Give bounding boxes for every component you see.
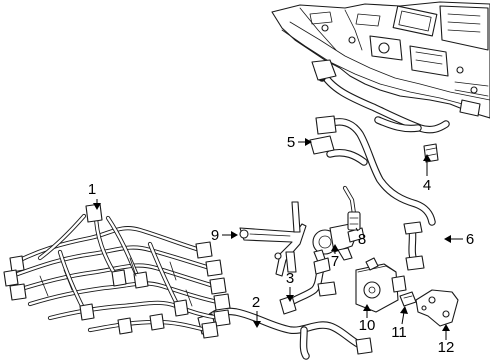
- callout-1: 1: [88, 181, 101, 210]
- short-coolant-hose: [279, 257, 337, 315]
- callout-11-label: 11: [391, 324, 407, 341]
- coolant-pump: [312, 223, 365, 263]
- callout-12: 12: [438, 324, 455, 356]
- callout-6-label: 6: [466, 231, 474, 248]
- valve-bracket: [415, 289, 459, 327]
- callout-12-label: 12: [438, 339, 455, 356]
- upper-coolant-hose-assembly: [309, 59, 450, 271]
- callout-10: 10: [359, 304, 376, 334]
- callout-3-label: 3: [286, 270, 294, 287]
- callout-5-label: 5: [287, 134, 295, 151]
- callout-10-label: 10: [359, 317, 376, 334]
- coolant-valve: [355, 257, 407, 313]
- callout-9-label: 9: [211, 227, 219, 244]
- coolant-sensor: [342, 185, 361, 231]
- callout-11: 11: [391, 306, 408, 341]
- callout-6: 6: [444, 231, 474, 248]
- callout-8-label: 8: [358, 231, 366, 248]
- callout-4-label: 4: [423, 177, 431, 194]
- callout-1-label: 1: [88, 181, 96, 198]
- callout-7-label: 7: [331, 253, 339, 270]
- callout-2: 2: [252, 294, 261, 328]
- mounting-bolt: [399, 291, 417, 307]
- callout-5: 5: [287, 134, 312, 151]
- callout-8: 8: [355, 227, 366, 248]
- callout-2-label: 2: [252, 294, 260, 311]
- battery-wiring-harness: [3, 203, 231, 339]
- callout-4: 4: [423, 154, 431, 194]
- callout-7: 7: [331, 244, 339, 270]
- vehicle-body-structure: [271, 1, 490, 119]
- pump-bracket: [239, 201, 307, 277]
- callout-9: 9: [211, 227, 238, 244]
- callout-3: 3: [286, 270, 294, 302]
